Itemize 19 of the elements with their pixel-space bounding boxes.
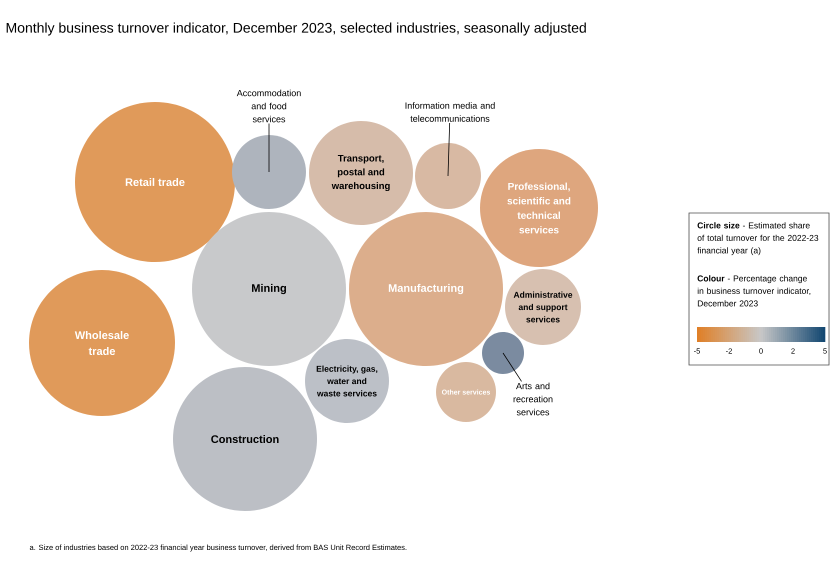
bubble <box>232 135 306 209</box>
bubble: Manufacturing <box>349 212 503 366</box>
chart-title: Monthly business turnover indicator, December 2023, selected industries, seasonally adjusted <box>6 22 586 36</box>
leader-line <box>448 122 450 176</box>
bubble: Retail trade <box>75 102 235 262</box>
legend-text: Colour - Percentage change in business turnover indicator, December 2023 <box>698 275 810 306</box>
bubble: Professional, scientific and technical services <box>480 149 598 267</box>
bubble: Construction <box>173 367 317 511</box>
bubble-label: Accommodation and food services <box>236 90 301 122</box>
bubble <box>482 332 524 374</box>
bubble: Transport, postal and warehousing <box>309 121 413 225</box>
bubble-label: Arts and recreation services <box>514 382 552 416</box>
bubble: Electricity, gas, water and waste services <box>305 339 389 423</box>
bubble-label: Information media and telecommunications <box>406 102 495 122</box>
bubble: Wholesale trade <box>29 270 175 416</box>
bubble <box>415 143 481 209</box>
bubble: Mining <box>192 212 346 366</box>
bubble: Administrative and support services <box>505 269 581 345</box>
legend-text: Circle size - Estimated share of total turnover for the 2022-23 financial year (a) <box>697 222 818 256</box>
